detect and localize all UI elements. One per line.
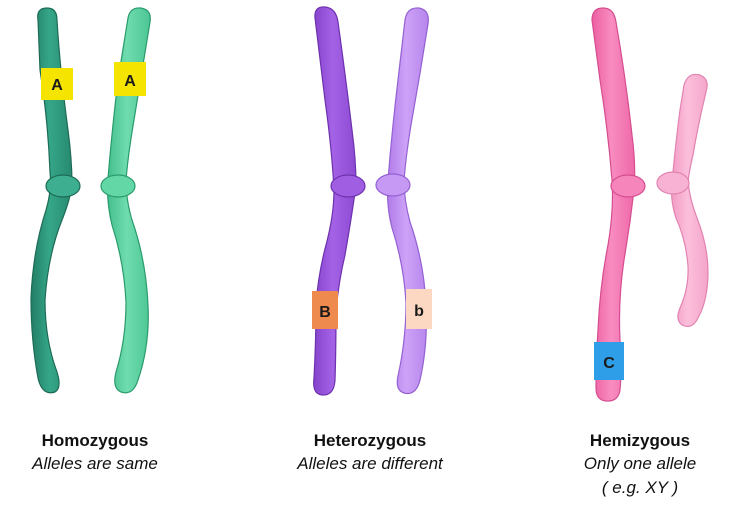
homozygous-caption: Homozygous Alleles are same [0, 430, 190, 476]
hemizygous-subtitle: Only one allele [555, 452, 725, 476]
allele-label-A-left: A [51, 77, 63, 94]
homozygous-chromosome-left: A [31, 8, 80, 393]
allele-label-b: b [414, 303, 424, 320]
allele-label-A-right: A [124, 73, 136, 90]
heterozygous-chromosome-right: b [376, 8, 432, 394]
heterozygous-caption: Heterozygous Alleles are different [270, 430, 470, 476]
hemizygous-caption: Hemizygous Only one allele ( e.g. XY ) [555, 430, 725, 500]
heterozygous-title: Heterozygous [270, 430, 470, 452]
homozygous-subtitle: Alleles are same [0, 452, 190, 476]
heterozygous-subtitle: Alleles are different [270, 452, 470, 476]
hemizygous-example: ( e.g. XY ) [555, 476, 725, 500]
hemizygous-chromosome-x: C [592, 8, 645, 401]
homozygous-title: Homozygous [0, 430, 190, 452]
homozygous-chromosome-right: A [101, 8, 150, 393]
allele-label-C: C [603, 355, 615, 372]
hemizygous-title: Hemizygous [555, 430, 725, 452]
allele-label-B: B [319, 304, 331, 321]
hemizygous-chromosome-y [657, 74, 708, 326]
heterozygous-chromosome-left: B [312, 7, 365, 395]
